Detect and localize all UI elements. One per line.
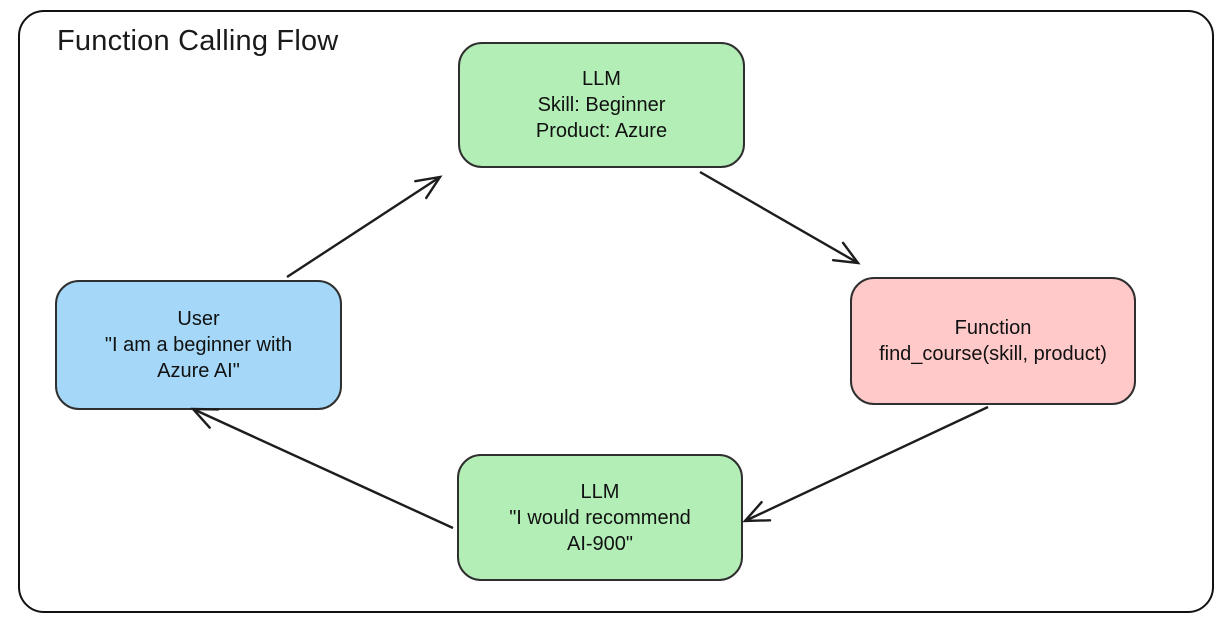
- node-user: User "I am a beginner with Azure AI": [55, 280, 342, 410]
- node-llm-bottom-line1: "I would recommend: [509, 506, 691, 529]
- node-function-title: Function: [954, 317, 1032, 339]
- diagram-title: Function Calling Flow: [57, 25, 339, 57]
- node-user-title: User: [177, 308, 220, 330]
- node-llm-bottom: LLM "I would recommend AI-900": [457, 454, 743, 581]
- node-llm-bottom-line2: AI-900": [566, 532, 634, 555]
- node-function-line1: find_course(skill, product): [879, 343, 1107, 365]
- node-llm-top: LLM Skill: Beginner Product: Azure: [458, 42, 745, 168]
- node-llm-top-line1: Skill: Beginner: [537, 94, 666, 116]
- node-user-line1: "I am a beginner with: [104, 334, 293, 356]
- node-user-line2: Azure AI": [157, 360, 240, 382]
- node-llm-bottom-title: LLM: [580, 480, 620, 503]
- node-llm-top-line2: Product: Azure: [535, 120, 668, 142]
- node-llm-top-title: LLM: [582, 68, 621, 90]
- node-function: Function find_course(skill, product): [850, 277, 1136, 405]
